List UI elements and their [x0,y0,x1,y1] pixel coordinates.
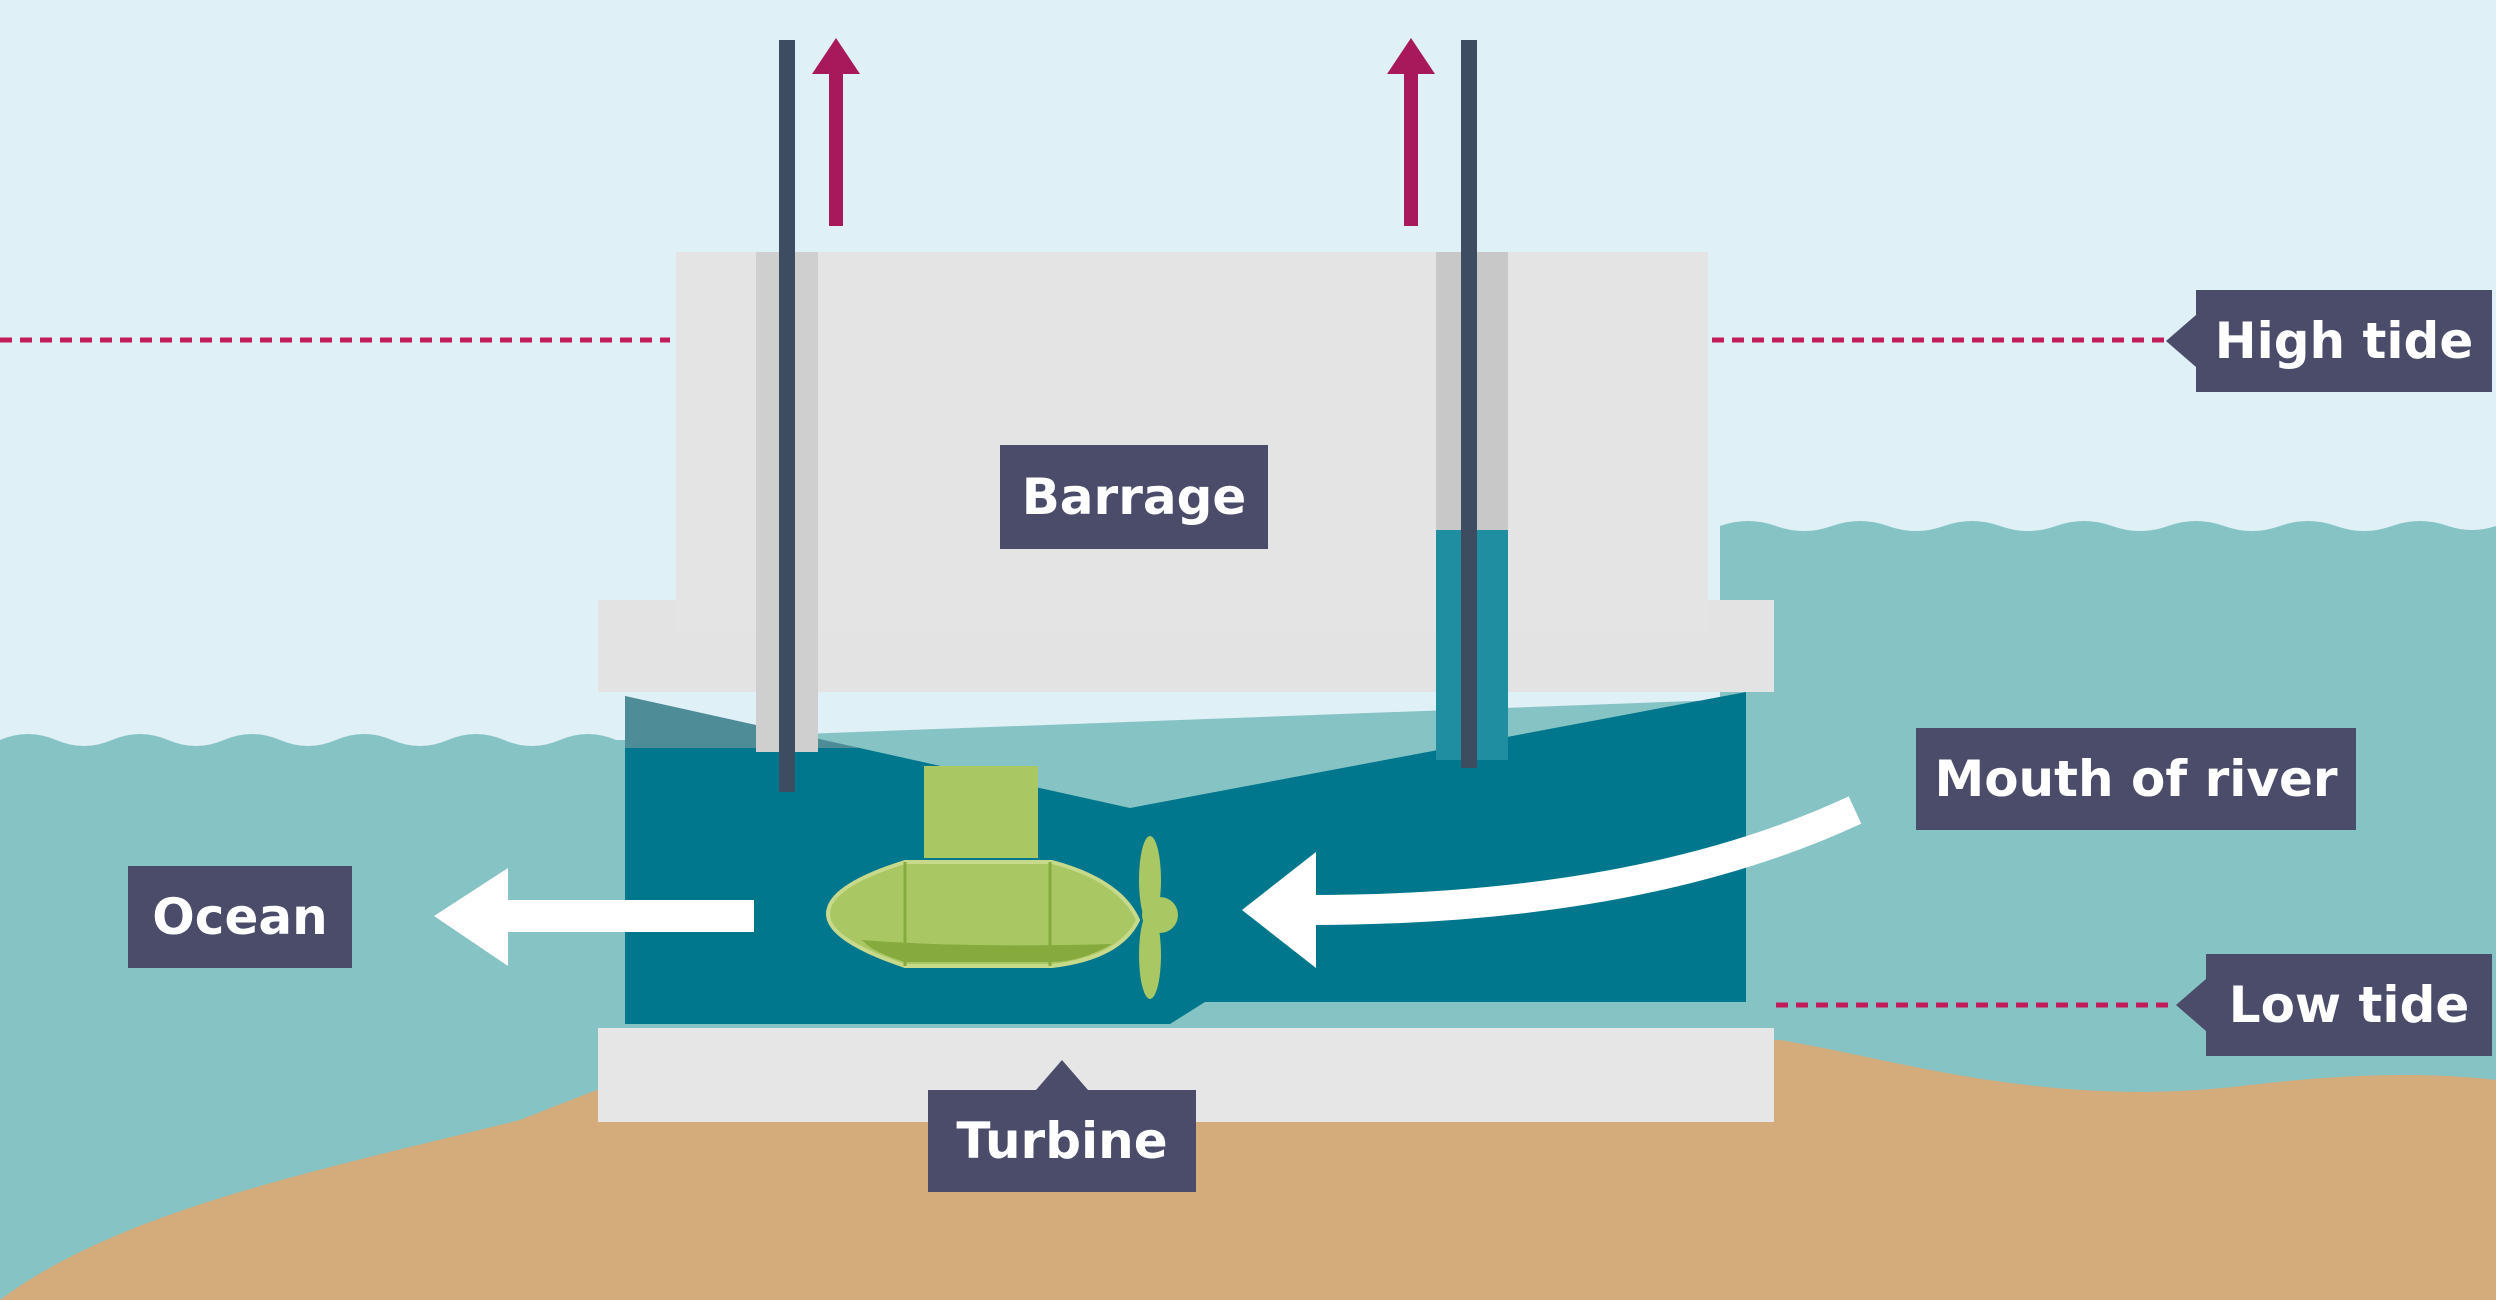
ocean-flow-arrow [434,868,754,966]
barrage-upper-block [676,252,1708,632]
river-flow-arrow [1242,796,1862,968]
right-sluice-gate [1461,40,1477,768]
left-sluice-gate [779,40,795,792]
gate-up-arrow-left [812,38,860,226]
turbine-blade-bottom [1139,911,1161,999]
turbine-hub [1142,897,1178,933]
turbine-label: Turbine [928,1060,1196,1192]
mouth-of-river-label: Mouth of river [1916,728,2356,830]
high-tide-label: High tide [2166,290,2492,392]
turbine-shaft [924,766,1038,858]
barrage-structure [598,252,1774,1122]
barrage-label: Barrage [1000,445,1268,549]
low-tide-label: Low tide [2176,954,2492,1056]
turbine-icon [825,766,1178,999]
ocean-label: Ocean [128,866,352,968]
gate-up-arrow-right [1387,38,1435,226]
